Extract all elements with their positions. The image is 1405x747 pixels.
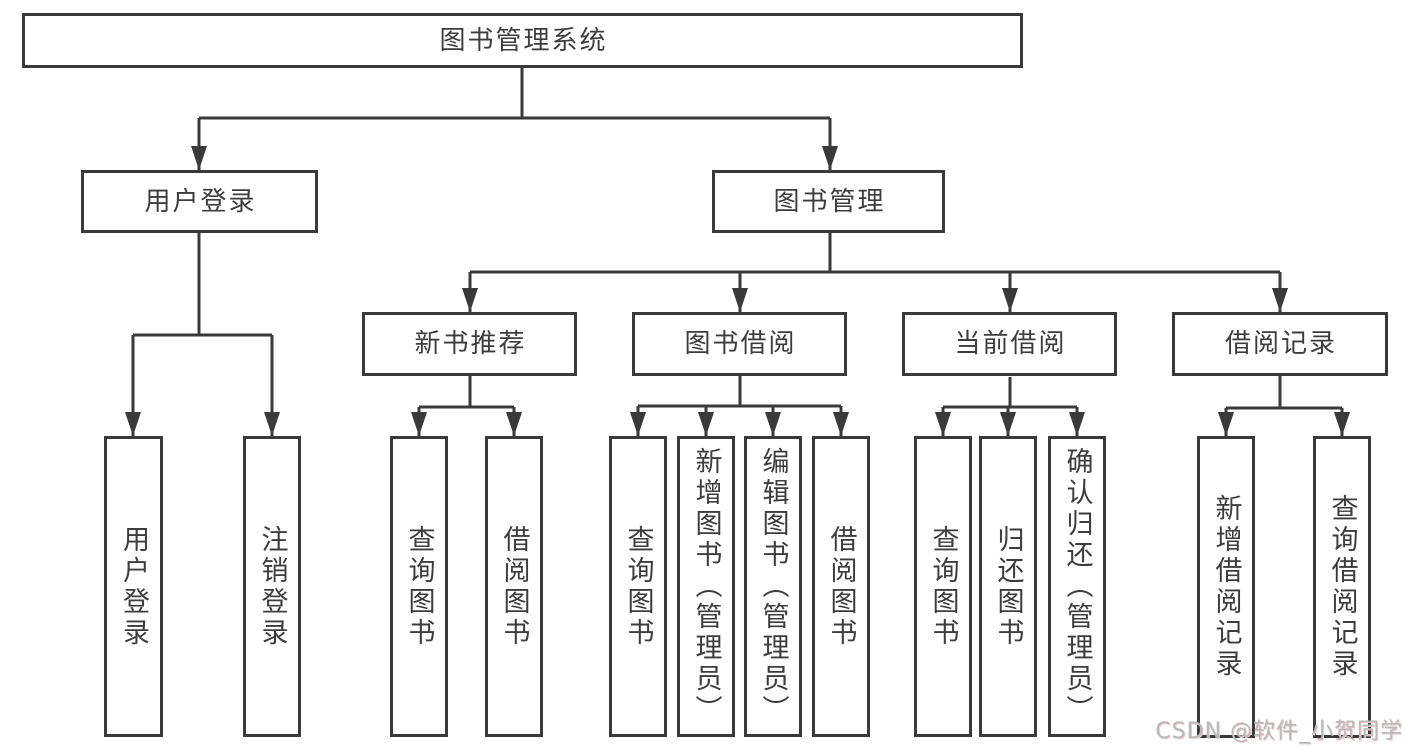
node-user-login-group: 用户登录 bbox=[81, 170, 318, 233]
connector-root-to-level2 bbox=[191, 68, 838, 170]
leaf-logout: 注销登录 bbox=[243, 436, 301, 737]
connector-current-borrow-to-leaves bbox=[935, 377, 1085, 436]
node-book-management: 图书管理 bbox=[712, 170, 945, 233]
leaf-borrow-edit-books-admin: 编辑图书（管理员） bbox=[744, 436, 802, 737]
node-current-borrow: 当前借阅 bbox=[902, 312, 1117, 376]
leaf-records-add-record: 新增借阅记录 bbox=[1197, 436, 1255, 738]
leaf-current-confirm-return-admin: 确认归还（管理员） bbox=[1048, 436, 1106, 737]
connector-book-management-to-level3 bbox=[462, 233, 1288, 312]
connector-borrow-records-to-leaves bbox=[1218, 375, 1350, 436]
node-borrow-records: 借阅记录 bbox=[1172, 312, 1388, 376]
node-book-borrow: 图书借阅 bbox=[632, 312, 847, 376]
connector-new-book-recommend-to-leaves bbox=[411, 376, 522, 436]
connector-user-login-to-leaves bbox=[125, 233, 280, 436]
leaf-borrow-query-books: 查询图书 bbox=[609, 436, 667, 737]
node-library-system: 图书管理系统 bbox=[22, 13, 1023, 68]
leaf-records-query-record: 查询借阅记录 bbox=[1313, 436, 1371, 738]
connector-book-borrow-to-leaves bbox=[630, 376, 849, 436]
leaf-borrow-add-books-admin: 新增图书（管理员） bbox=[677, 436, 735, 737]
leaf-current-return-books: 归还图书 bbox=[979, 436, 1037, 737]
csdn-watermark: CSDN @软件_小贺同学 bbox=[1155, 719, 1403, 744]
leaf-recommend-query-books: 查询图书 bbox=[390, 436, 448, 737]
leaf-borrow-borrow-books: 借阅图书 bbox=[812, 436, 870, 737]
leaf-recommend-borrow-books: 借阅图书 bbox=[485, 436, 543, 737]
node-new-book-recommend: 新书推荐 bbox=[362, 312, 577, 376]
leaf-user-login: 用户登录 bbox=[104, 436, 163, 737]
leaf-current-query-books: 查询图书 bbox=[914, 436, 972, 737]
